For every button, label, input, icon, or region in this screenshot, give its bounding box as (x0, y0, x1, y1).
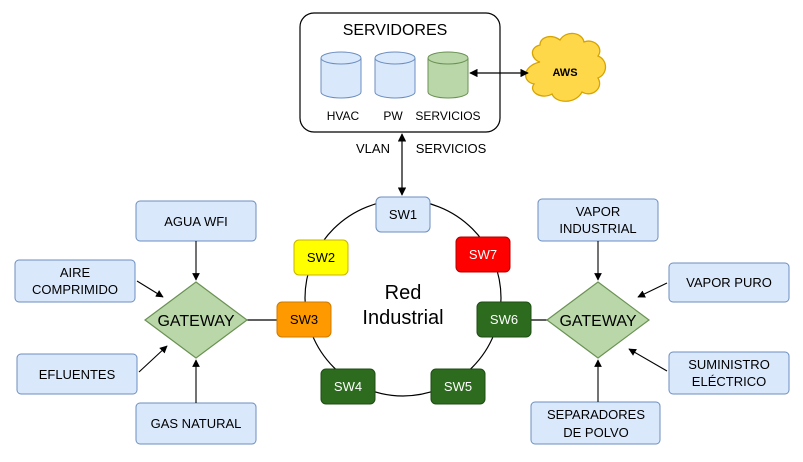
aws-label: AWS (552, 67, 577, 79)
gateway-right[interactable]: GATEWAY (545, 281, 651, 359)
ring-label-line1: Red (385, 282, 422, 304)
db-hvac-label: HVAC (327, 109, 360, 123)
db-pw-label: PW (383, 109, 403, 123)
source-vapor-puro-label: VAPOR PURO (686, 275, 772, 290)
gateway-right-label: GATEWAY (559, 313, 636, 330)
source-aire-comprimido[interactable]: AIRE COMPRIMIDO (14, 259, 136, 303)
source-vapor-puro[interactable]: VAPOR PURO (668, 262, 790, 303)
switch-sw5[interactable]: SW5 (430, 368, 486, 405)
arrow-efluentes-gw (138, 345, 168, 373)
switch-sw6-label: SW6 (490, 312, 518, 327)
gateway-left[interactable]: GATEWAY (143, 281, 249, 359)
source-suministro-label-2: ELÉCTRICO (692, 374, 766, 389)
source-separadores-polvo[interactable]: SEPARADORES DE POLVO (530, 401, 661, 445)
source-agua-wfi-label: AGUA WFI (164, 214, 228, 229)
source-efluentes-label: EFLUENTES (39, 367, 116, 382)
source-aire-label-1: AIRE (60, 265, 91, 280)
db-servicios-label: SERVICIOS (415, 109, 480, 123)
switch-sw6[interactable]: SW6 (476, 301, 532, 338)
source-suministro-electrico[interactable]: SUMINISTRO ELÉCTRICO (668, 351, 790, 395)
switch-sw1[interactable]: SW1 (375, 196, 431, 233)
switch-sw3-label: SW3 (290, 312, 318, 327)
arrow-suministro-gw (628, 348, 668, 372)
source-separadores-label-2: DE POLVO (563, 425, 629, 440)
source-gas-natural[interactable]: GAS NATURAL (135, 402, 257, 445)
switch-sw5-label: SW5 (444, 379, 472, 394)
arrow-aire-gw (136, 280, 164, 298)
source-separadores-label-1: SEPARADORES (547, 407, 645, 422)
servicios-link-label: SERVICIOS (416, 141, 487, 156)
servers-group: SERVIDORES HVAC PW SERVICIOS (299, 12, 501, 133)
db-servicios-icon (427, 51, 469, 99)
switch-sw7-label: SW7 (469, 247, 497, 262)
db-hvac-icon (320, 51, 362, 99)
source-vapor-ind-label-1: VAPOR (576, 204, 621, 219)
arrow-vapor-puro-gw (637, 282, 668, 298)
switch-sw2-label: SW2 (307, 250, 335, 265)
gateway-left-label: GATEWAY (157, 313, 234, 330)
source-agua-wfi[interactable]: AGUA WFI (135, 200, 257, 242)
source-vapor-industrial[interactable]: VAPOR INDUSTRIAL (537, 198, 659, 242)
switch-sw2[interactable]: SW2 (293, 239, 349, 276)
source-vapor-ind-label-2: INDUSTRIAL (559, 221, 636, 236)
ring-label-line2: Industrial (362, 307, 443, 329)
aws-cloud: AWS (525, 32, 607, 102)
source-aire-label-2: COMPRIMIDO (32, 282, 118, 297)
source-suministro-label-1: SUMINISTRO (688, 357, 770, 372)
switch-sw4[interactable]: SW4 (320, 368, 376, 405)
switch-sw1-label: SW1 (389, 207, 417, 222)
source-efluentes[interactable]: EFLUENTES (16, 353, 138, 395)
cloud-icon (525, 32, 607, 102)
servers-title: SERVIDORES (343, 22, 448, 39)
switch-sw7[interactable]: SW7 (455, 236, 511, 273)
db-pw-icon (374, 51, 416, 99)
switch-sw4-label: SW4 (334, 379, 362, 394)
source-gas-natural-label: GAS NATURAL (151, 416, 242, 431)
switch-sw3[interactable]: SW3 (276, 301, 332, 338)
vlan-label: VLAN (356, 141, 390, 156)
